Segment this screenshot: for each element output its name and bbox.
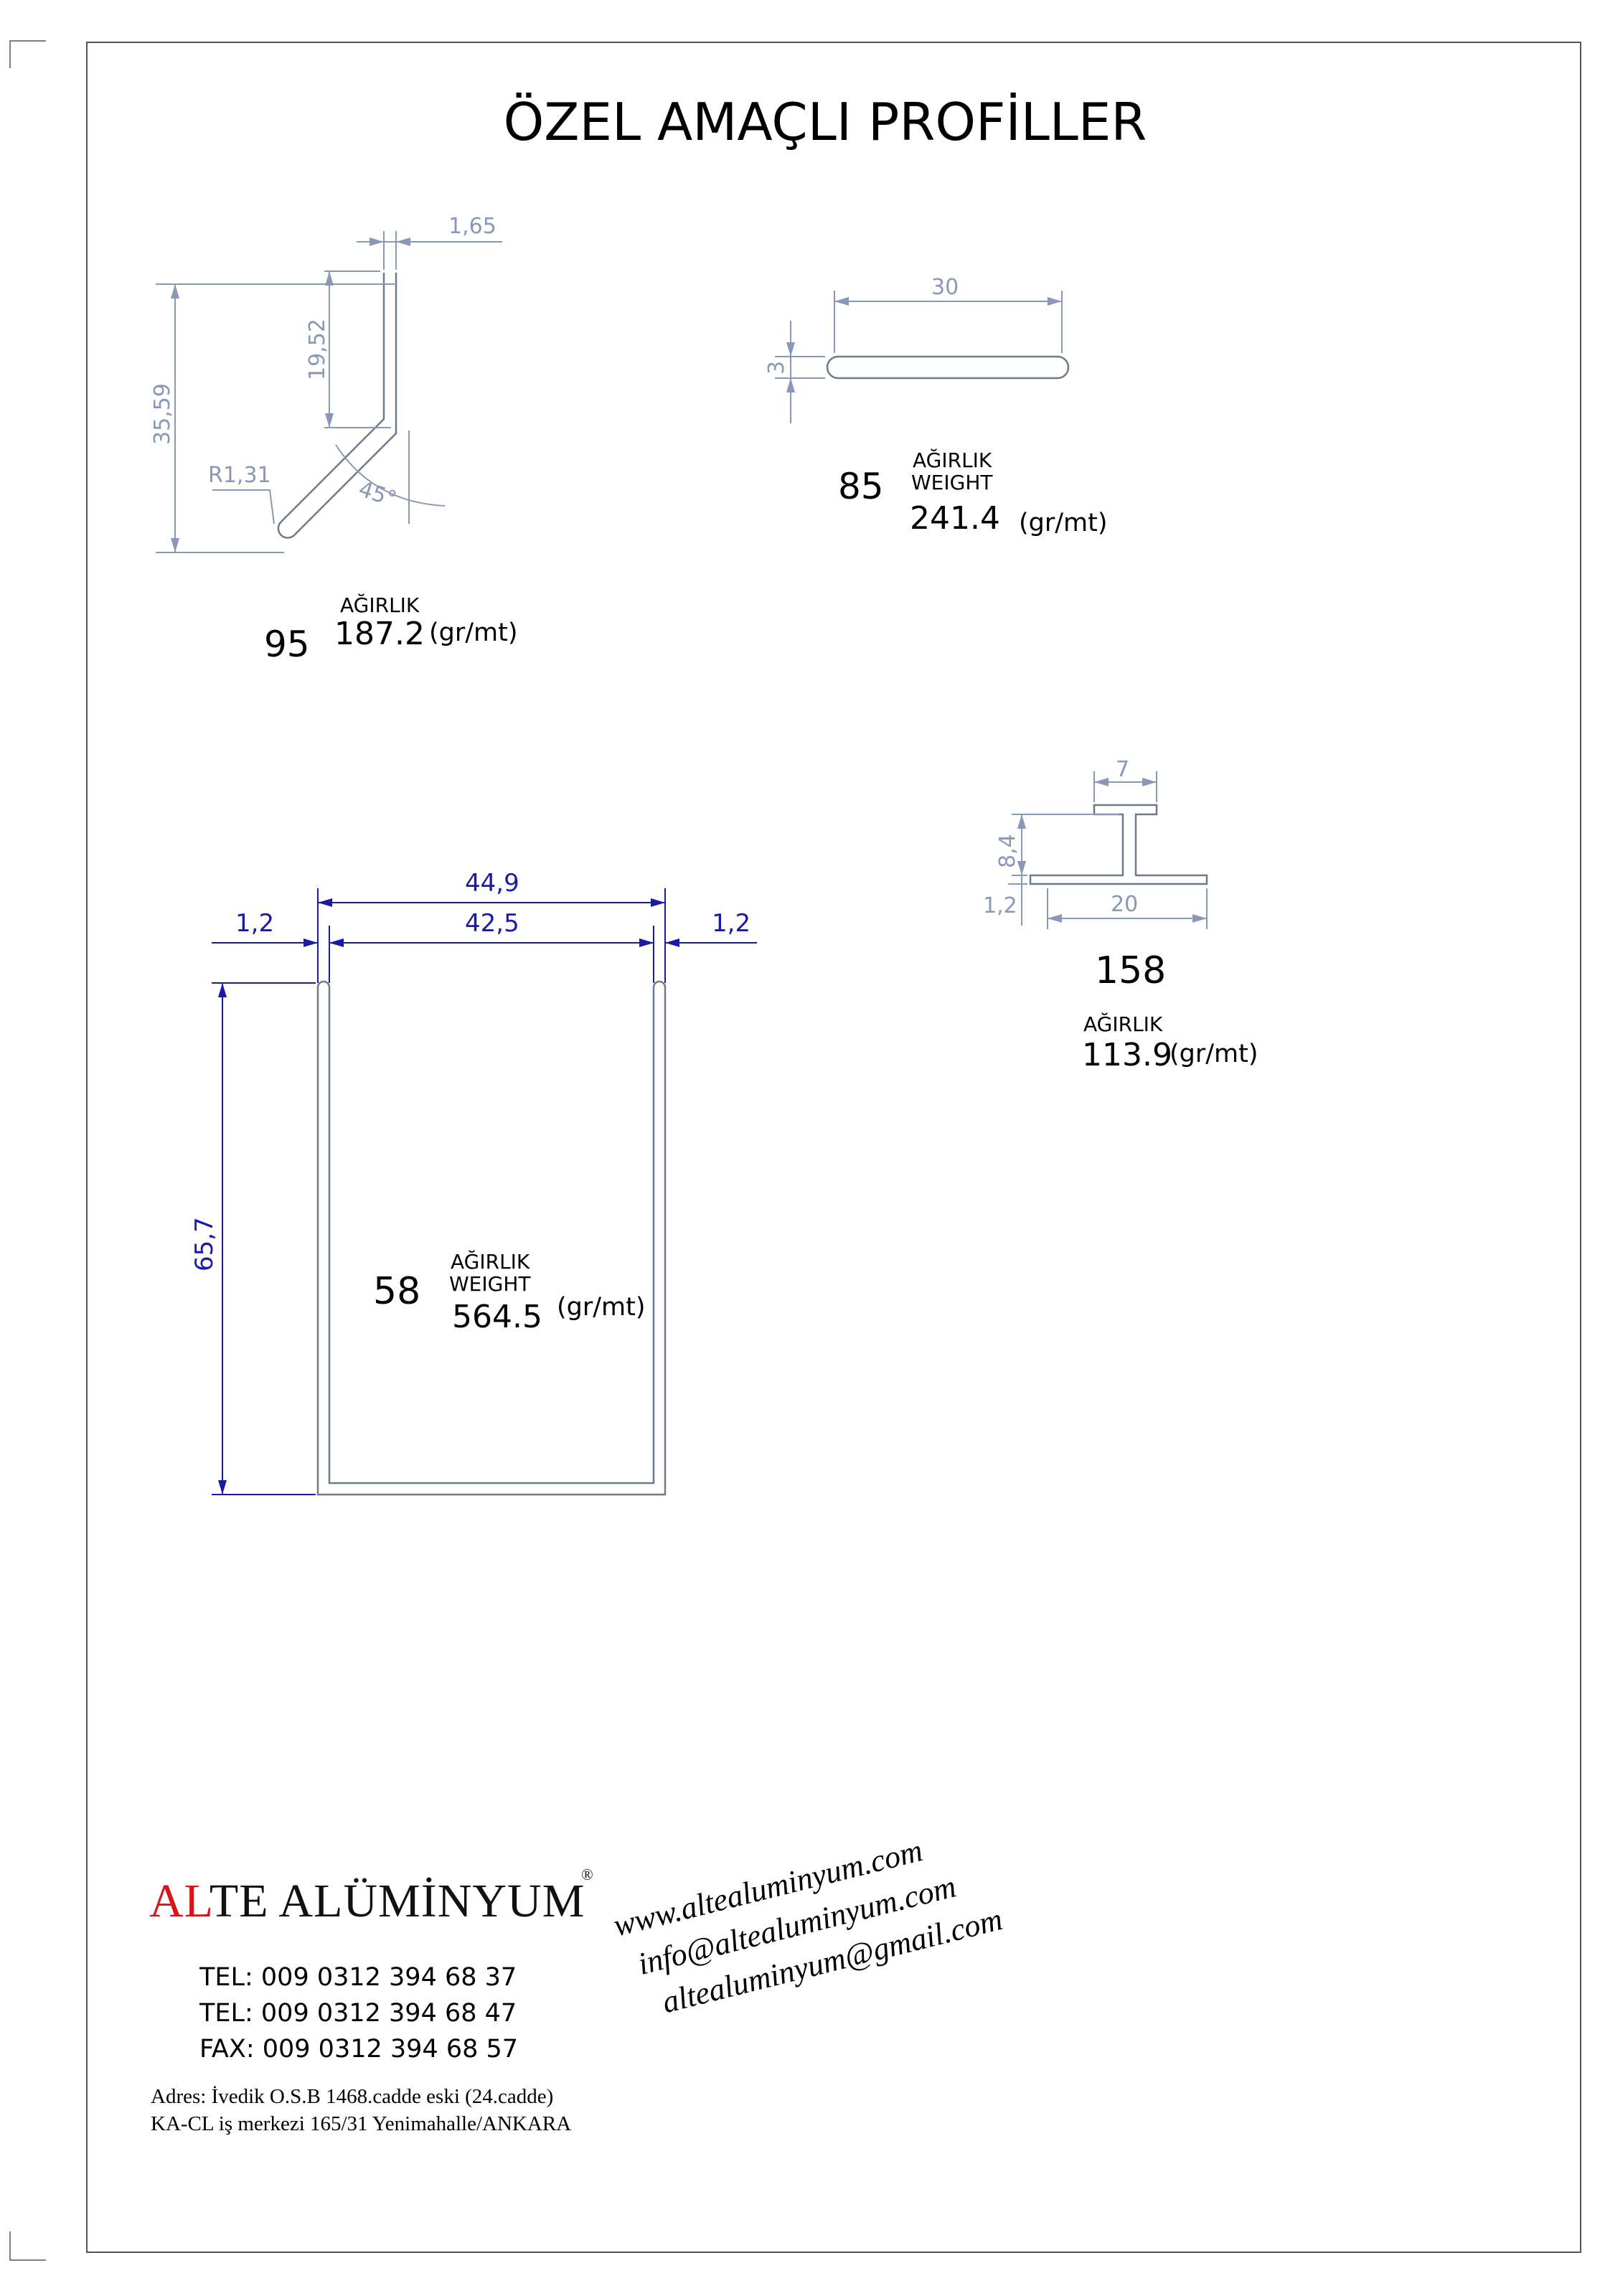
dim-58-inner-width: 42,5 (465, 909, 519, 938)
profile-158-arrows (1017, 778, 1207, 923)
dim-158-base-width: 20 (1111, 892, 1138, 917)
brand-name: TE ALÜMİNYUM (209, 1875, 585, 1927)
profile-58-weight: 564.5 (452, 1299, 542, 1335)
dim-95-leg: 19,52 (305, 319, 330, 380)
profile-95-weight-label: AĞIRLIK (340, 593, 420, 617)
dim-95-thickness: 1,65 (448, 214, 497, 239)
profile-58-drawing: 44,9 42,5 1,2 1,2 65,7 (190, 869, 757, 1496)
dim-158-top-width: 7 (1116, 757, 1129, 782)
profile-85-arrows (786, 297, 1062, 392)
profile-58-outline (316, 987, 667, 1496)
dim-95-angle: 45° (356, 476, 400, 512)
profile-158-unit: (gr/mt) (1170, 1040, 1258, 1068)
registered-mark: ® (581, 1866, 594, 1883)
profile-158-dimension-lines (1008, 771, 1208, 929)
fax: FAX: 009 0312 394 68 57 (199, 2035, 519, 2064)
brand-accent: AL (149, 1875, 210, 1927)
dim-58-wall-right: 1,2 (712, 909, 750, 938)
profile-85-unit: (gr/mt) (1019, 509, 1108, 537)
profile-95-code: 95 (264, 624, 310, 665)
profile-58-arrows (218, 898, 679, 1495)
profile-58-weight-label-en: WEIGHT (449, 1272, 531, 1296)
profile-85-outline (826, 355, 1070, 380)
dim-95-height: 35,59 (150, 383, 175, 445)
profile-85-code: 85 (838, 466, 884, 507)
phone-1: TEL: 009 0312 394 68 37 (199, 1963, 517, 1992)
dim-85-width: 30 (931, 275, 959, 300)
drawing-border (86, 42, 1581, 2253)
dim-85-height: 3 (764, 361, 789, 375)
profile-95-unit: (gr/mt) (429, 618, 518, 647)
profile-85-weight: 241.4 (910, 500, 1000, 537)
profile-58-lip-right (652, 980, 667, 988)
profile-95-drawing: 1,65 19,52 35,59 R1,31 45° (150, 214, 502, 553)
profile-158-drawing: 7 8,4 1,2 20 (983, 757, 1208, 929)
dim-158-base-thickness: 1,2 (983, 893, 1017, 918)
crop-mark-bottom-left (9, 2231, 46, 2261)
dim-95-radius: R1,31 (208, 463, 271, 488)
profile-95-arrows (171, 237, 410, 552)
profile-158-outline (1029, 804, 1208, 885)
phone-2: TEL: 009 0312 394 68 47 (199, 1999, 517, 2028)
company-logo: ALTE ALÜMİNYUM® (149, 1866, 593, 1929)
dim-58-outer-width: 44,9 (465, 869, 519, 898)
address-line-2: KA-CL iş merkezi 165/31 Yenimahalle/ANKA… (151, 2112, 572, 2135)
dim-58-height: 65,7 (190, 1217, 219, 1271)
profile-158-weight: 113.9 (1082, 1037, 1172, 1073)
profile-85-weight-label-en: WEIGHT (911, 471, 993, 494)
profile-58-unit: (gr/mt) (557, 1293, 646, 1322)
profile-85-weight-label: AĞIRLIK (913, 448, 992, 472)
profile-95-weight: 187.2 (334, 616, 425, 652)
profile-95-outline (277, 273, 397, 539)
profile-85-drawing: 30 3 (764, 275, 1070, 423)
profile-95-dimension-lines (156, 231, 502, 553)
crop-mark-top-left (9, 40, 46, 68)
profile-158-weight-label: AĞIRLIK (1083, 1012, 1163, 1036)
profile-85-dimension-lines (775, 291, 1063, 423)
profile-58-code: 58 (373, 1270, 420, 1313)
sheet-frame (9, 40, 1581, 2261)
profile-58-weight-label: AĞIRLIK (451, 1249, 530, 1274)
page-title: ÖZEL AMAÇLI PROFİLLER (504, 92, 1147, 152)
address-line-1: Adres: İvedik O.S.B 1468.cadde eski (24.… (151, 2085, 554, 2108)
profile-58-dimension-lines (212, 888, 757, 1495)
profile-158-code: 158 (1095, 949, 1166, 992)
dim-158-stem-height: 8,4 (995, 834, 1020, 868)
profile-58-lip-left (316, 980, 331, 988)
dim-58-wall-left: 1,2 (235, 909, 274, 938)
